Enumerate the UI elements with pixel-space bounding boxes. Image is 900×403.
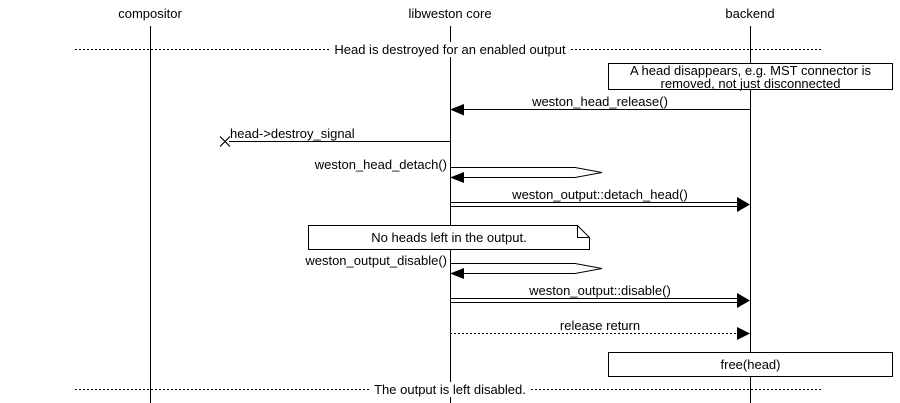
- message-label-weston-head-release: weston_head_release(): [532, 94, 668, 109]
- note-no-heads: [308, 225, 590, 250]
- arrowhead-left-icon: [450, 104, 464, 116]
- message-label-weston-output-detach-head: weston_output::detach_head(): [512, 187, 688, 202]
- lost-message-x-icon: [219, 136, 231, 147]
- message-label-head-destroy-signal: head->destroy_signal: [230, 126, 355, 141]
- arrow-weston-output-disable-self: [450, 263, 603, 279]
- arrow-weston-output-detach-head: [450, 197, 750, 212]
- participant-label-compositor: compositor: [118, 6, 182, 21]
- box-head-disappears-line1: A head disappears, e.g. MST connector is: [629, 62, 872, 78]
- note-fold-icon: [577, 225, 590, 238]
- arrowhead-left-icon: [450, 172, 464, 183]
- arrow-head-destroy-signal: [219, 136, 450, 147]
- arrowhead-left-icon: [450, 268, 464, 279]
- message-label-weston-head-detach: weston_head_detach(): [314, 157, 447, 172]
- message-label-release-return: release return: [559, 318, 641, 333]
- note-no-heads-label: No heads left in the output.: [371, 230, 527, 245]
- arrowhead-right-icon: [737, 327, 750, 340]
- arrowhead-right-icon: [737, 293, 750, 308]
- box-head-disappears-line2: removed, not just disconnected: [660, 75, 841, 91]
- message-label-weston-output-disable: weston_output_disable(): [305, 253, 447, 268]
- box-free-head-label: free(head): [720, 357, 781, 372]
- divider-top-label: Head is destroyed for an enabled output: [330, 42, 570, 57]
- arrow-weston-head-detach-self: [450, 167, 603, 183]
- divider-bottom-label: The output is left disabled.: [370, 382, 530, 397]
- participant-label-backend: backend: [725, 6, 775, 21]
- box-free-head: free(head): [608, 352, 893, 377]
- arrow-weston-output-disable-method: [450, 293, 750, 308]
- arrowhead-right-icon: [737, 197, 750, 212]
- participant-label-libweston-core: libweston core: [408, 6, 492, 21]
- box-head-disappears: A head disappears, e.g. MST connector is…: [608, 63, 893, 90]
- message-label-weston-output-disable-method: weston_output::disable(): [529, 283, 671, 298]
- arrow-weston-head-release: [450, 104, 750, 116]
- arrow-release-return: [450, 327, 750, 340]
